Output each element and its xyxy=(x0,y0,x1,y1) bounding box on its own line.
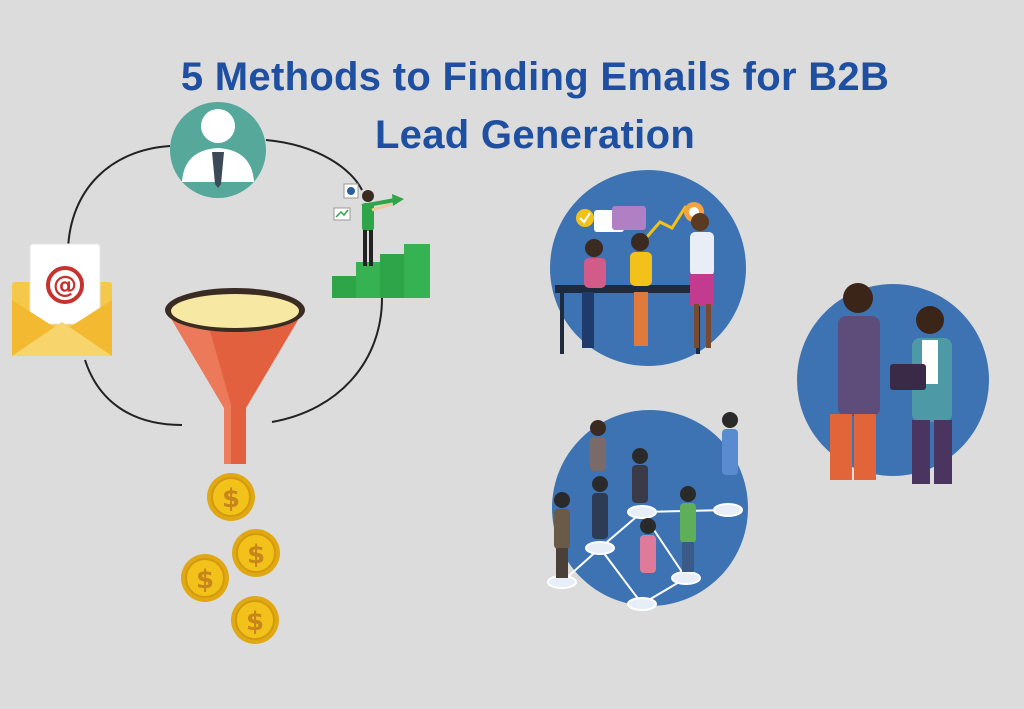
business-conversation-illustration xyxy=(797,283,989,484)
svg-text:$: $ xyxy=(196,565,214,595)
dollar-coin-icon: $ xyxy=(207,473,255,521)
page-title: 5 Methods to Finding Emails for B2B Lead… xyxy=(180,55,890,157)
cycle-arrows xyxy=(67,139,383,426)
user-avatar-icon xyxy=(170,102,266,198)
networking-illustration xyxy=(547,410,748,611)
svg-text:$: $ xyxy=(222,484,240,514)
dollar-coin-icon: $ xyxy=(231,596,279,644)
svg-text:$: $ xyxy=(246,607,264,637)
email-envelope-icon: @ xyxy=(12,243,112,356)
team-meeting-illustration xyxy=(550,170,746,366)
svg-text:$: $ xyxy=(247,540,265,570)
svg-text:@: @ xyxy=(53,271,77,299)
dollar-coin-icon: $ xyxy=(232,529,280,577)
growth-chart-icon xyxy=(332,183,430,298)
sales-funnel-icon xyxy=(165,288,305,464)
dollar-coin-icon: $ xyxy=(181,554,229,602)
